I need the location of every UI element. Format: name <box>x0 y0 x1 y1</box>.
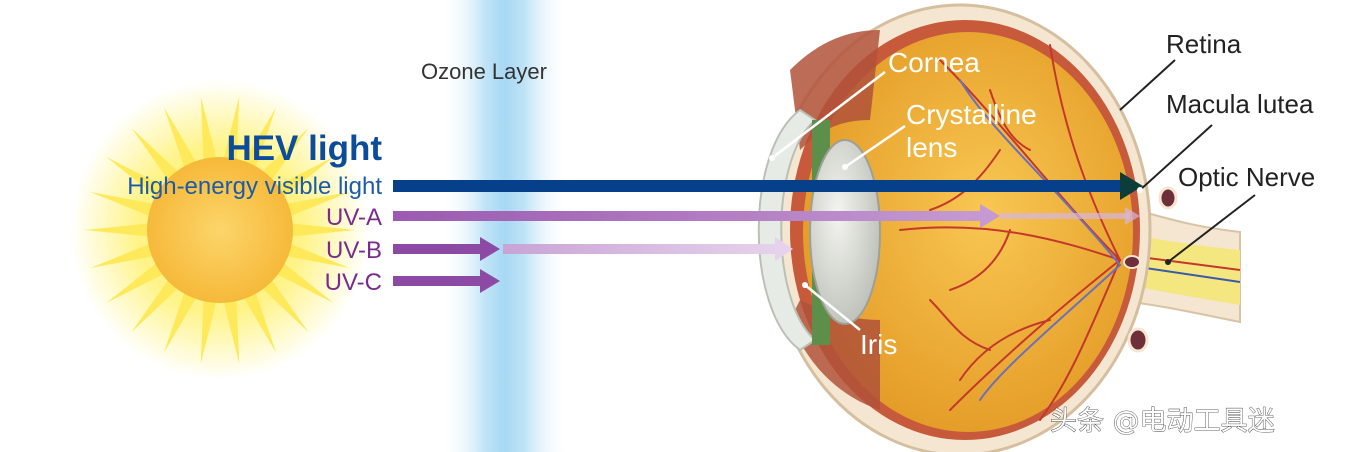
sun-ray <box>90 244 153 268</box>
blood-vessel <box>929 299 991 351</box>
sun-ray <box>163 292 197 353</box>
sun-ray <box>262 128 309 180</box>
retina-label: Retina <box>1166 29 1242 59</box>
sun-ray <box>291 223 355 237</box>
lens-leader-line <box>844 124 906 169</box>
sun-ray <box>163 107 197 168</box>
cornea-label: Cornea <box>888 47 980 78</box>
ozone-layer-label: Ozone Layer <box>421 59 547 84</box>
lens-label-line2: lens <box>906 132 957 163</box>
sun-ray <box>287 192 350 216</box>
sun-ray <box>223 300 240 364</box>
sun-ray <box>243 107 277 168</box>
sun-ray <box>276 157 334 197</box>
blood-vessel <box>949 259 1121 411</box>
sun-ray <box>90 192 153 216</box>
sun-ray <box>243 292 277 353</box>
hev-arrow <box>393 172 1143 200</box>
uva-label: UV-A <box>326 204 382 231</box>
blood-vessel <box>1039 259 1121 421</box>
sun-ray <box>200 96 217 160</box>
sun-ray <box>106 157 164 197</box>
sun-icon <box>70 80 370 380</box>
sun-ray <box>276 263 334 303</box>
iris-label: Iris <box>860 329 897 360</box>
sun-ray <box>106 263 164 303</box>
retina-leader-line <box>1119 59 1176 111</box>
sun-ray <box>85 223 149 237</box>
sun-ray <box>131 280 178 332</box>
uva-arrow <box>393 204 1140 228</box>
hev-light-subtitle: High-energy visible light <box>127 173 382 200</box>
blood-vessel <box>989 89 1031 151</box>
blood-vessel <box>979 264 1121 401</box>
hev-light-title: HEV light <box>226 129 382 168</box>
blood-vessel <box>949 229 1011 291</box>
macula-lutea-label: Macula lutea <box>1166 89 1314 119</box>
ozone-layer-band <box>440 0 570 452</box>
blood-vessel <box>1049 44 1121 261</box>
optic-nerve-leader-line <box>1167 194 1256 263</box>
macula-leader-line <box>1139 124 1213 191</box>
sun-ray <box>223 96 240 160</box>
blood-vessel <box>959 319 1051 381</box>
lens-label-line1: Crystalline <box>906 99 1037 130</box>
uvb-label: UV-B <box>326 237 382 264</box>
sun-ray <box>200 300 217 364</box>
cornea-leader-line <box>771 71 886 159</box>
watermark-text: 头条 @电动工具迷 <box>1050 406 1275 437</box>
uvb-arrow <box>393 237 793 261</box>
blood-vessel <box>899 226 1121 261</box>
sun-ray <box>287 244 350 268</box>
iris-leader-line <box>804 284 861 331</box>
eye-cross-section-icon <box>757 3 1241 452</box>
sun-ray <box>131 128 178 180</box>
blood-vessel <box>959 79 1121 266</box>
uvc-label: UV-C <box>325 269 382 296</box>
sun-ray <box>262 280 309 332</box>
uvc-arrow <box>393 269 500 293</box>
optic-nerve-label: Optic Nerve <box>1178 162 1315 192</box>
